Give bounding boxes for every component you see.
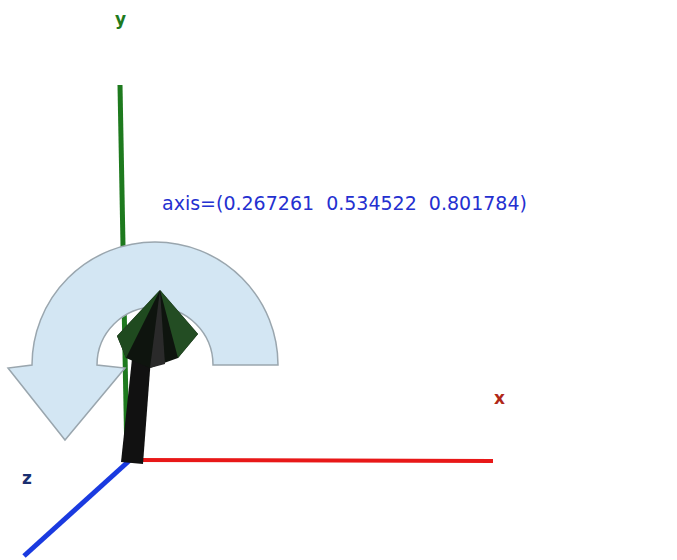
axis-arrow-head-shade — [160, 290, 198, 358]
axis-vector-label: axis=(0.267261 0.534522 0.801784) — [162, 193, 527, 214]
x-axis — [130, 460, 493, 461]
axis-name: y — [115, 10, 126, 29]
z-axis — [24, 460, 130, 556]
axis-name: z — [22, 469, 32, 488]
axis-arrow-head-shade — [150, 290, 165, 368]
axis-arrow-head — [117, 290, 198, 368]
axis-name: x — [494, 389, 505, 408]
